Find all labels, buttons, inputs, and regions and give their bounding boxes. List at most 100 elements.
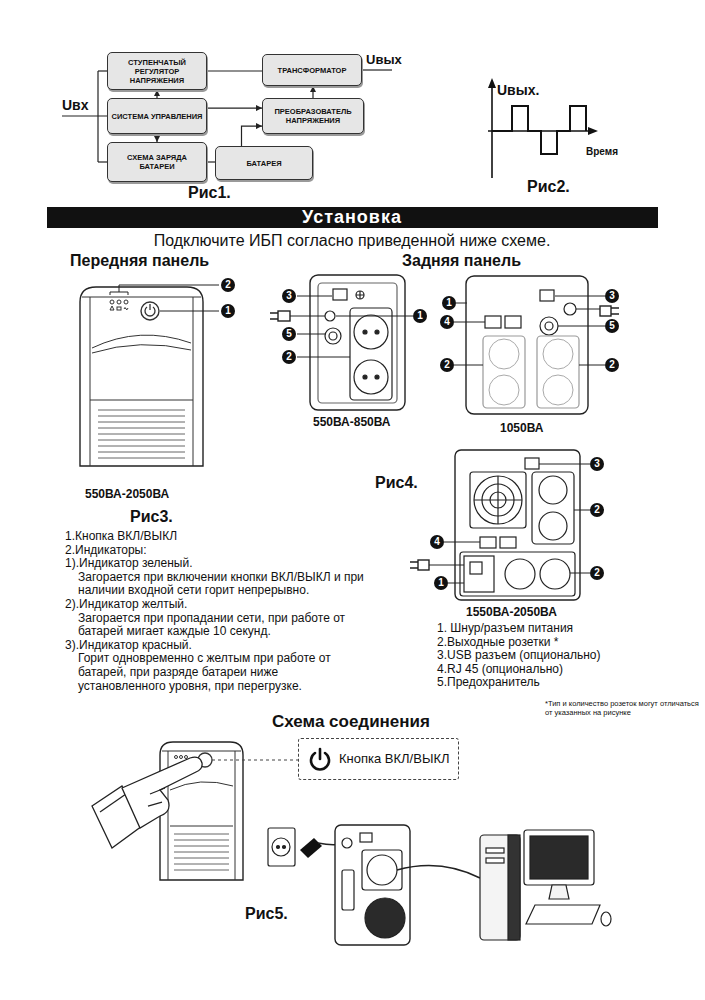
callout-number: 2: [605, 358, 619, 372]
plug-icon: [270, 313, 278, 319]
list-item: 5.Предохранитель: [437, 676, 601, 690]
signal-name: Uвых.: [497, 82, 539, 98]
title-band: [47, 207, 658, 228]
plug-icon: [410, 560, 429, 570]
callout-number: 2: [440, 358, 454, 372]
ups-rear-1550: [500, 537, 516, 548]
ups-front-detail: [170, 782, 233, 790]
section-heading: Передняя панель: [70, 252, 209, 270]
input-wire: [98, 70, 107, 71]
ups-front-detail: [110, 300, 114, 304]
leader-line: [579, 365, 605, 366]
ups-front-detail: [117, 300, 121, 304]
node-text: СХЕМА ЗАРЯДА БАТАРЕИ: [111, 153, 203, 171]
ups-rear-550: [375, 330, 379, 334]
ups-front: [80, 287, 203, 466]
computer: [549, 885, 569, 899]
leader-line: [454, 296, 605, 365]
ups-rear-550: [356, 291, 364, 299]
list-item: 1. Шнур/разъем питания: [437, 622, 601, 636]
hand: [148, 788, 165, 806]
output-cable: [397, 866, 480, 879]
figure-label: Рис1.: [188, 184, 231, 202]
computer: [486, 858, 504, 863]
callout-number: 5: [282, 327, 296, 341]
ups-front-detail: [98, 410, 185, 458]
leader-line: [454, 322, 485, 323]
model-label: 1550ВА-2050ВА: [466, 605, 557, 619]
leader-line: [297, 334, 325, 335]
ups-rear-1050: [466, 276, 588, 414]
axis-arrow: [488, 78, 598, 135]
model-label: 550ВА-850ВА: [313, 415, 391, 429]
leader-line: [297, 357, 350, 358]
list-item: 1).Индикатор зеленый.: [65, 557, 368, 571]
plug-icon: [270, 311, 290, 321]
callout-number: 1: [434, 576, 448, 590]
ups-rear-550: [333, 289, 347, 300]
section-heading: Схема соединения: [272, 712, 430, 731]
ups-front-detail: [82, 297, 201, 466]
plug-icon: [300, 838, 322, 858]
callout-number: 4: [440, 315, 454, 329]
leader-line: [558, 326, 605, 327]
node-text: БАТАРЕЯ: [246, 159, 281, 168]
connector: [156, 134, 157, 142]
ups-rear: [335, 825, 410, 945]
node-text: ПРЕОБРАЗОВАТЕЛЬ НАПРЯЖЕНИЯ: [266, 107, 360, 125]
ups-rear-1550: [532, 472, 574, 544]
ups-rear-1550: [474, 476, 522, 524]
list-item: 1.Кнопка ВКЛ/ВЫКЛ: [65, 530, 368, 544]
callout-number: 1: [442, 296, 456, 310]
ups-rear-1550: [525, 458, 539, 469]
callout-number: 2: [590, 566, 604, 580]
ups-rear-1550: [455, 450, 580, 600]
callout-number: 5: [605, 319, 619, 333]
leader-line: [539, 464, 590, 465]
block-box: ПРЕОБРАЗОВАТЕЛЬ НАПРЯЖЕНИЯ: [262, 98, 364, 134]
ups-rear-1550: [505, 559, 535, 589]
computer: [601, 912, 611, 926]
block-box: ТРАНСФОРМАТОР: [262, 54, 362, 86]
connector: [207, 107, 262, 108]
leader-line: [454, 365, 483, 366]
ups-rear: [365, 898, 405, 938]
ups-front-detail: [124, 308, 128, 310]
computer: [480, 835, 520, 940]
computer: [480, 830, 611, 940]
input-wire: [362, 69, 392, 70]
ups-front-detail: [145, 304, 155, 316]
block-box: СХЕМА ЗАРЯДА БАТАРЕИ: [107, 142, 207, 182]
ups-front-detail: [90, 297, 193, 466]
wall-socket: [268, 828, 295, 866]
ups-front-detail: [117, 307, 121, 310]
waveform-plot: [492, 106, 586, 154]
ups-front-detail: [92, 345, 191, 353]
plug-icon: [410, 562, 418, 568]
ups-rear-1050: [483, 336, 525, 408]
ups-rear-1550: [455, 450, 580, 600]
wall-socket: [268, 828, 295, 866]
figure-label: Рис2.: [527, 178, 570, 196]
leader-line: [429, 565, 464, 566]
connector: [207, 70, 262, 71]
ups-rear-1550: [540, 559, 570, 589]
hand: [122, 757, 202, 828]
ups-rear-1550: [470, 472, 526, 528]
ups-front-detail: [175, 756, 178, 759]
model-label: 1050ВА: [500, 421, 543, 435]
ups-rear-550: [363, 375, 367, 379]
leader-line: [456, 303, 467, 304]
ups-rear-1550: [474, 476, 522, 524]
leader-line: [160, 311, 219, 312]
power-icon: [319, 749, 322, 759]
ups-front-detail: [124, 300, 128, 304]
ups-rear-1550: [464, 556, 494, 592]
block-box: СТУПЕНЧАТЫЙ РЕГУЛЯТОР НАПРЯЖЕНИЯ: [107, 52, 207, 90]
leader-line: [290, 316, 325, 317]
connector: [207, 161, 215, 162]
list-item: 2.Индикаторы:: [65, 544, 368, 558]
leader-line: [555, 296, 605, 297]
computer: [524, 830, 594, 885]
computer: [508, 835, 520, 940]
